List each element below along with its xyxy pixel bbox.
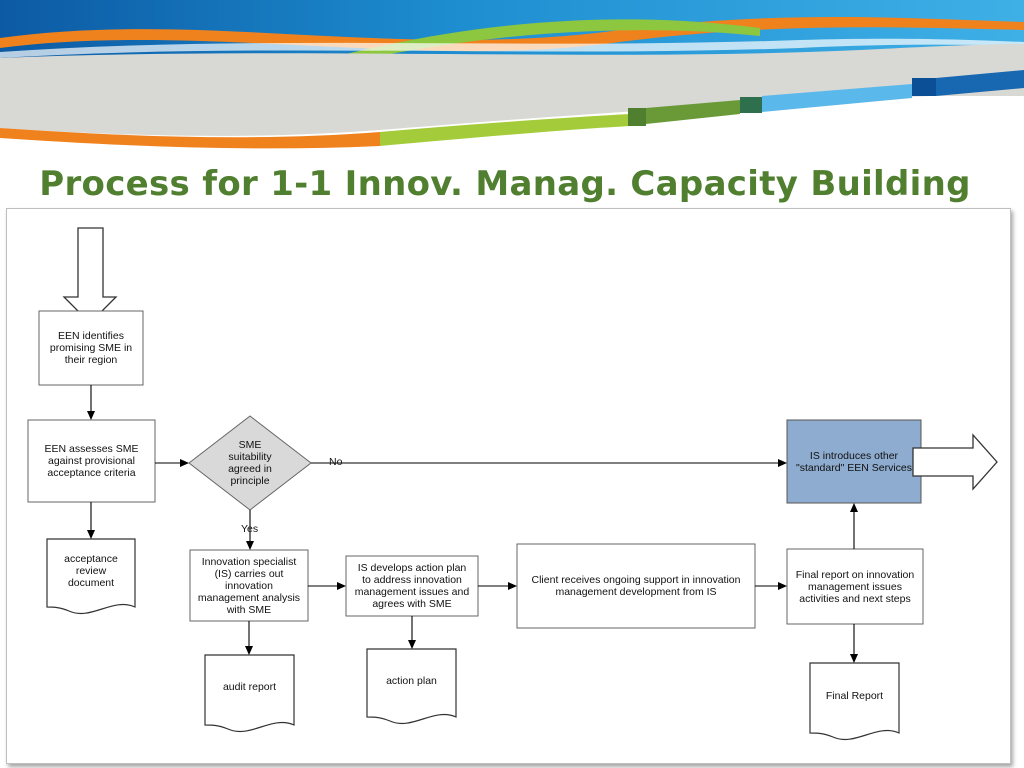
- edge-label-yes: Yes: [241, 523, 259, 535]
- doc-final-report-label: Final Report: [825, 690, 884, 702]
- node-decision-label: SME suitability agreed in principle: [228, 439, 272, 487]
- banner-navy-block: [912, 78, 936, 96]
- node-is-carries-out-label: Innovation specialist (IS) carries out i…: [197, 555, 301, 616]
- node-een-assesses-label: EEN assesses SME against provisional acc…: [44, 443, 139, 479]
- slide-title: Process for 1-1 Innov. Manag. Capacity B…: [39, 164, 971, 204]
- doc-action-plan-label: action plan: [386, 675, 437, 687]
- node-final-report-box: [786, 548, 924, 625]
- node-client-support-label: Client receives ongoing support in innov…: [531, 574, 741, 598]
- header-banner: [0, 0, 1024, 149]
- banner-green-swoosh: [330, 19, 760, 64]
- banner-orange-stripe: [0, 128, 380, 149]
- exit-arrow-shape: [912, 433, 998, 491]
- node-is-action-plan: [345, 555, 479, 617]
- banner-blue-stripe: [762, 84, 912, 112]
- node-een-identifies-label: EEN identifies promising SME in their re…: [49, 330, 133, 366]
- doc-acceptance-review: [46, 538, 136, 614]
- node-een-identifies: [38, 310, 144, 386]
- banner-orange-swoosh: [0, 17, 1024, 52]
- banner-mid-green-stripe: [646, 100, 740, 124]
- banner-deep-blue-stripe: [936, 70, 1024, 96]
- node-een-assesses: [27, 419, 156, 503]
- doc-audit-report-label: audit report: [222, 681, 277, 693]
- node-is-introduces-label: IS introduces other "standard" EEN Servi…: [795, 449, 912, 474]
- node-final-report-box-label: Final report on innovation management is…: [795, 568, 915, 605]
- doc-final-report: [809, 662, 900, 740]
- node-is-action-plan-label: IS develops action plan to address innov…: [354, 562, 470, 610]
- banner-grey-band: [0, 44, 1024, 136]
- edge-label-no: No: [329, 456, 343, 468]
- start-arrow-shape: [62, 227, 118, 324]
- banner-white-swoosh: [0, 38, 1024, 58]
- process-flowchart: [27, 227, 998, 740]
- node-is-carries-out: [189, 549, 309, 622]
- doc-audit-report: [204, 654, 295, 732]
- banner-dark-green-block: [628, 108, 646, 126]
- doc-acceptance-review-label: acceptance review document: [64, 553, 118, 589]
- banner-green-stripe: [380, 114, 630, 146]
- node-is-introduces: [786, 419, 922, 504]
- banner-teal-block: [740, 97, 762, 113]
- doc-action-plan: [366, 648, 457, 724]
- diagram-frame: EEN identifies promising SME in their re…: [6, 208, 1011, 764]
